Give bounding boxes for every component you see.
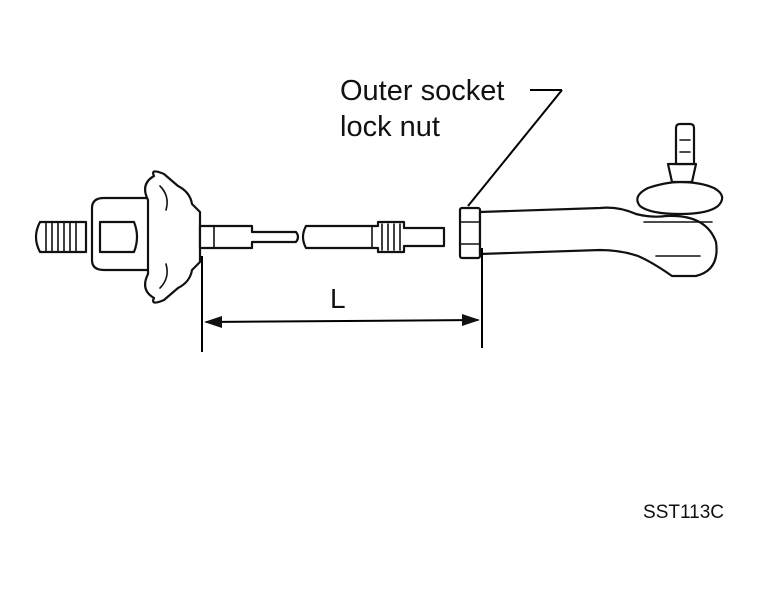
ball-stud — [636, 122, 724, 216]
outer-socket — [478, 206, 718, 278]
inner-rod — [198, 224, 300, 250]
inner-threaded-end — [34, 220, 88, 254]
callout-label-line2: lock nut — [340, 111, 440, 143]
dimension-label: L — [330, 283, 346, 314]
lock-nut — [458, 206, 482, 260]
dimension-l — [201, 248, 483, 352]
adjusting-tube — [301, 220, 446, 254]
callout-label-line1: Outer socket — [340, 75, 504, 107]
rubber-boot — [143, 170, 202, 304]
inner-socket-housing — [90, 196, 158, 272]
figure-code: SST113C — [643, 502, 724, 523]
callout-leader — [467, 89, 563, 207]
